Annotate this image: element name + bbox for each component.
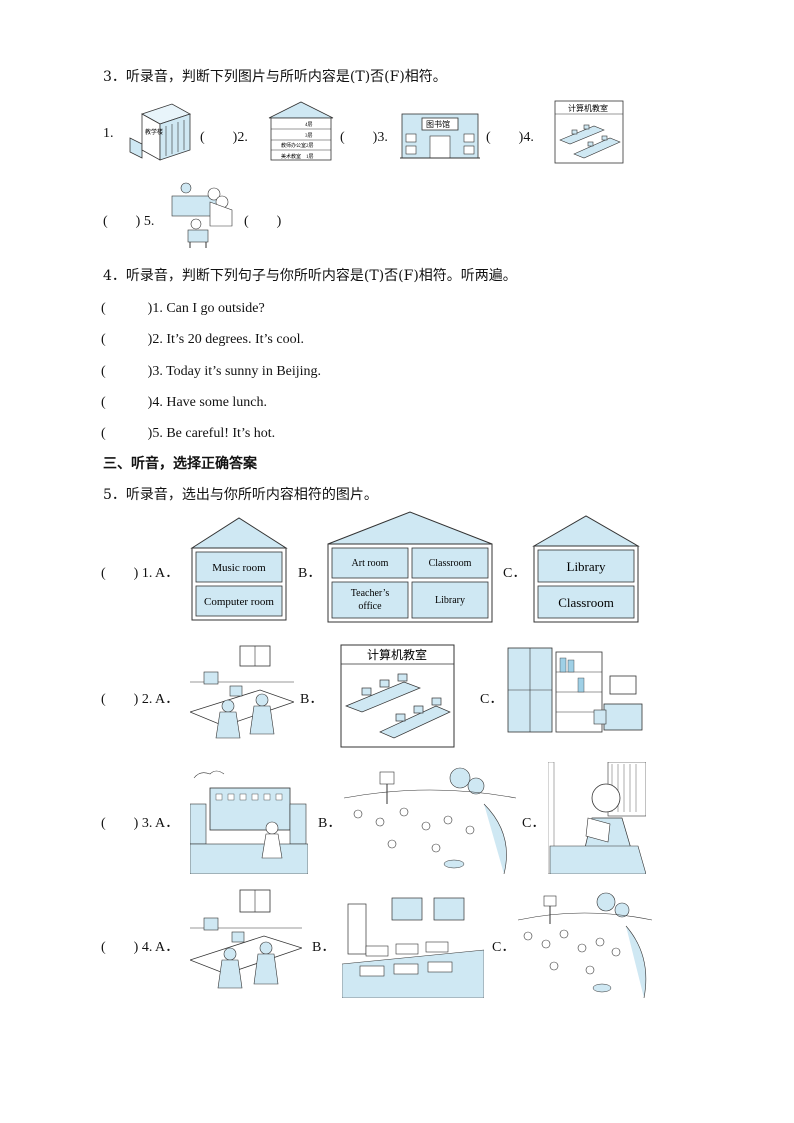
q2-option-c-office[interactable]	[506, 644, 646, 736]
q3-c-label[interactable]: C．	[522, 816, 546, 831]
svg-text:Classroom: Classroom	[429, 558, 472, 569]
s3-item5-num: ( ) 5.	[103, 214, 155, 229]
svg-text:Teacher’s: Teacher’s	[351, 588, 390, 599]
svg-text:教师办公室2层: 教师办公室2层	[281, 142, 314, 149]
q4-c-label[interactable]: C．	[492, 940, 516, 955]
s4-row-3: ( )3. Today it’s sunny in Beijing.	[101, 364, 322, 379]
s3-item1-num: 1.	[103, 126, 114, 141]
q2-c-label[interactable]: C．	[480, 692, 504, 707]
svg-text:Computer room: Computer room	[204, 596, 274, 608]
library-building-icon: 图书馆	[400, 113, 480, 159]
svg-text:office: office	[358, 601, 382, 612]
s4-paren-1[interactable]: ( )	[101, 301, 153, 316]
s4-paren-2[interactable]: ( )	[101, 332, 153, 347]
section4-title: 4．听录音，判断下列句子与你所听内容是(T)否(F)相符。听两遍。	[103, 268, 517, 284]
s4-paren-3[interactable]: ( )	[101, 364, 153, 379]
q4-label[interactable]: ( ) 4. A．	[101, 940, 180, 955]
section3-title: 3．听录音，判断下列图片与所听内容是(T)否(F)相符。	[103, 69, 447, 85]
s4-paren-4[interactable]: ( )	[101, 395, 153, 410]
q3-option-a-school-gate[interactable]	[190, 764, 308, 874]
computer-room-icon: 计算机教室	[554, 100, 624, 164]
q4-option-a-computer-lab[interactable]	[190, 886, 302, 998]
q2-option-a-computer-lab[interactable]	[190, 642, 294, 746]
part3-heading: 三、听音，选择正确答案	[103, 456, 257, 472]
s3-paren-3[interactable]: ( )4.	[486, 130, 534, 145]
teaching-building-icon: 教学楼	[129, 103, 191, 161]
s4-row-2: ( )2. It’s 20 degrees. It’s cool.	[101, 332, 304, 347]
s4-row-1: ( )1. Can I go outside?	[101, 301, 265, 316]
svg-text:4层: 4层	[305, 122, 313, 128]
q1-option-b-house[interactable]: Art room Classroom Teacher’s office Libr…	[326, 510, 494, 624]
q1-b-label[interactable]: B．	[298, 566, 322, 581]
floor-directory-icon: 4层 3层 教师办公室2层 美术教室 1层	[268, 101, 334, 161]
svg-text:美术教室 1层: 美术教室 1层	[281, 153, 314, 160]
students-reading-icon	[171, 182, 233, 248]
teaching-sign: 教学楼	[145, 128, 163, 136]
svg-text:Library: Library	[435, 595, 465, 606]
svg-text:3层: 3层	[305, 133, 313, 139]
q2-label[interactable]: ( ) 2. A．	[101, 692, 180, 707]
q3-option-b-playground[interactable]	[344, 764, 516, 874]
q2-option-b-computer-room[interactable]: 计算机教室	[340, 644, 455, 748]
q1-option-c-house[interactable]: Library Classroom	[532, 514, 640, 624]
s4-row-5: ( )5. Be careful! It’s hot.	[101, 426, 276, 441]
q3-label[interactable]: ( ) 3. A．	[101, 816, 180, 831]
svg-text:计算机教室: 计算机教室	[367, 647, 427, 662]
library-sign: 图书馆	[426, 119, 450, 129]
svg-text:Classroom: Classroom	[558, 595, 614, 610]
q4-b-label[interactable]: B．	[312, 940, 336, 955]
svg-text:Art room: Art room	[352, 558, 389, 569]
svg-text:计算机教室: 计算机教室	[568, 103, 608, 113]
s3-paren-1[interactable]: ( )2.	[200, 130, 248, 145]
q1-label[interactable]: ( ) 1. A．	[101, 566, 180, 581]
s4-row-4: ( )4. Have some lunch.	[101, 395, 268, 410]
q2-b-label[interactable]: B．	[300, 692, 324, 707]
q1-c-label[interactable]: C．	[503, 566, 527, 581]
section5-title: 5．听录音，选出与你所听内容相符的图片。	[103, 487, 378, 503]
svg-text:Library: Library	[567, 559, 606, 574]
q4-option-c-playground[interactable]	[518, 890, 652, 998]
s4-paren-5[interactable]: ( )	[101, 426, 153, 441]
s3-paren-5[interactable]: ( )	[244, 214, 282, 229]
q1-option-a-house[interactable]: Music room Computer room	[190, 516, 288, 622]
q4-option-b-classroom[interactable]	[342, 886, 484, 998]
svg-text:Music room: Music room	[212, 562, 266, 574]
s3-paren-2[interactable]: ( )3.	[340, 130, 388, 145]
q3-b-label[interactable]: B．	[318, 816, 342, 831]
q3-option-c-reading-boy[interactable]	[548, 762, 646, 874]
